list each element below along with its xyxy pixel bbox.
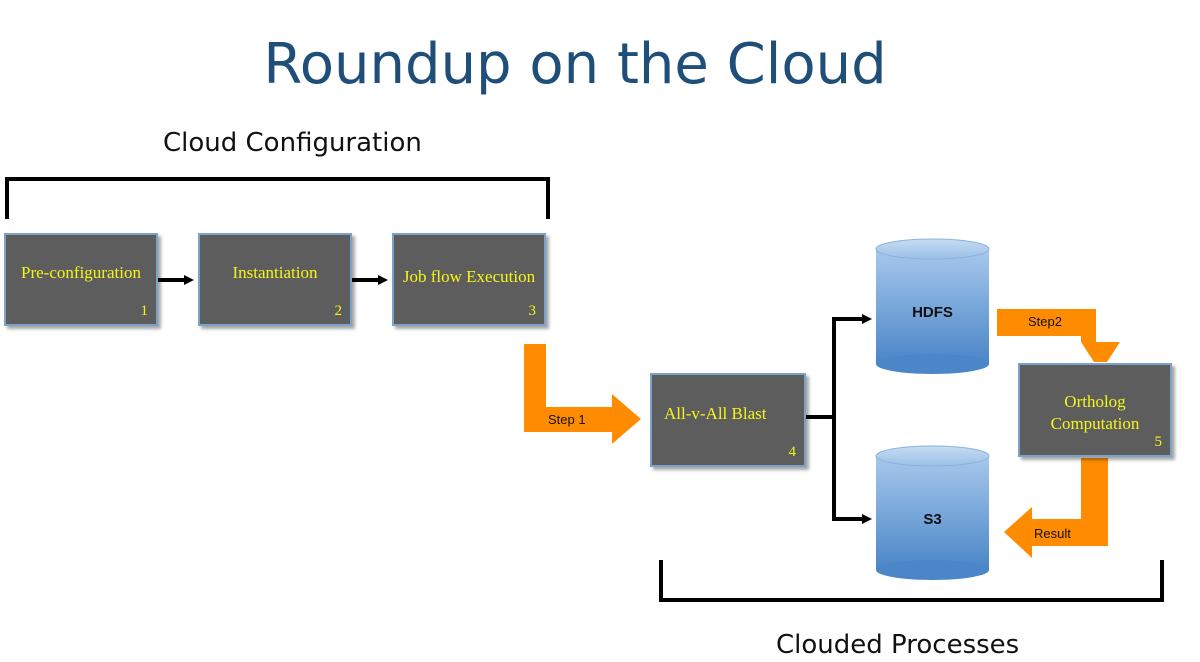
step-label: Instantiation	[232, 263, 318, 282]
step-label: Job flow Execution	[402, 267, 536, 286]
connector-blast-s3	[832, 417, 872, 524]
step-number: 4	[788, 444, 797, 460]
step2-arrow	[997, 309, 1120, 362]
step-box-pre-configuration: Pre-configuration 1	[4, 233, 158, 326]
hdfs-cylinder	[875, 238, 990, 374]
step-box-all-v-all-blast: All-v-All Blast 4	[650, 373, 806, 467]
connector-blast-hdfs	[832, 314, 872, 417]
step-label: All-v-All Blast	[664, 404, 767, 423]
configuration-bracket	[5, 177, 550, 219]
step-label: Pre-configuration	[21, 263, 141, 282]
result-label: Result	[1034, 526, 1071, 541]
s3-label: S3	[923, 511, 942, 528]
step-label: Ortholog Computation	[1050, 392, 1140, 433]
step-number: 1	[140, 303, 149, 319]
step-box-ortholog-computation: Ortholog Computation 5	[1018, 363, 1172, 457]
step-box-instantiation: Instantiation 2	[198, 233, 352, 326]
step-number: 2	[334, 303, 343, 319]
step-number: 3	[528, 303, 537, 319]
clouded-processes-label: Clouded Processes	[776, 630, 1020, 660]
result-arrow	[1004, 458, 1108, 558]
step-box-job-flow-execution: Job flow Execution 3	[392, 233, 546, 326]
hdfs-label: HDFS	[912, 304, 953, 321]
step1-label: Step 1	[548, 412, 586, 427]
cloud-configuration-label: Cloud Configuration	[163, 128, 422, 158]
step1-arrow	[524, 344, 641, 444]
step2-label: Step2	[1028, 314, 1062, 329]
step-number: 5	[1154, 434, 1163, 450]
page-title: Roundup on the Cloud	[263, 32, 887, 97]
s3-cylinder	[875, 445, 990, 580]
processes-bracket	[659, 560, 1164, 602]
